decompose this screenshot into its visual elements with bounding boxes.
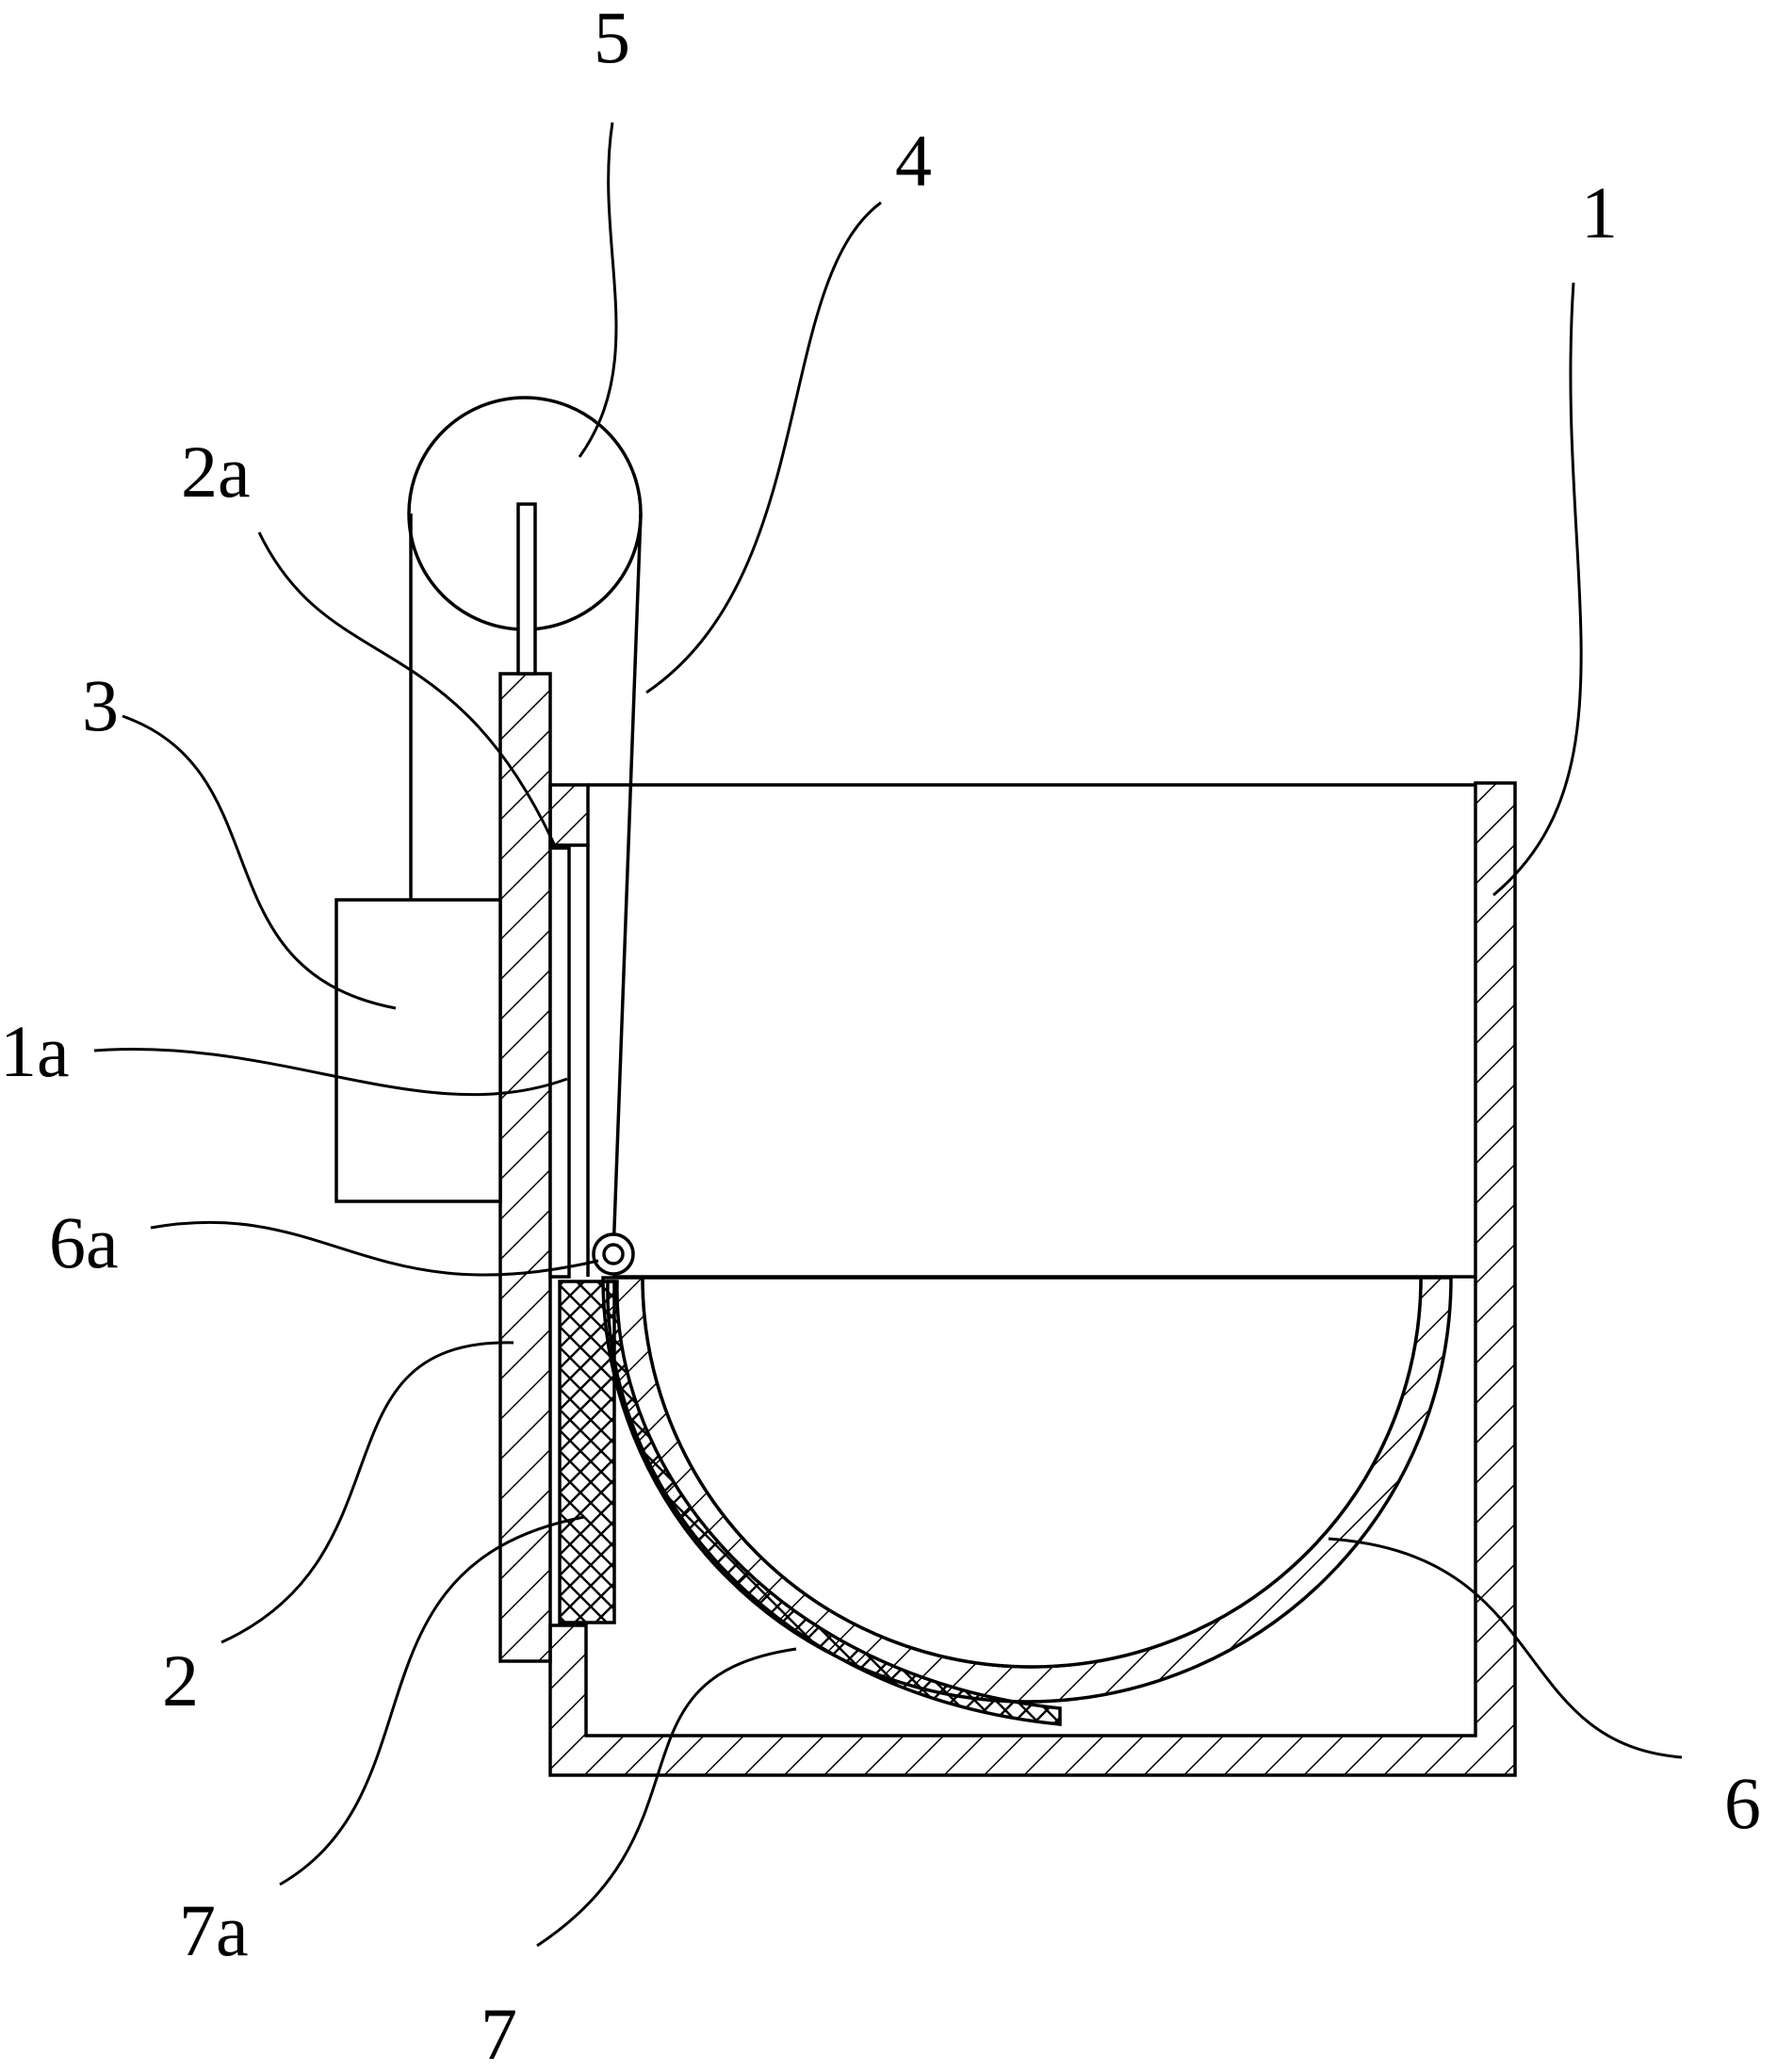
label-3: 3: [82, 664, 119, 746]
label-1: 1: [1581, 171, 1618, 253]
motor-3: [334, 898, 502, 1203]
label-1a: 1a: [0, 1010, 70, 1092]
leader-6a: [150, 1220, 599, 1277]
leader-7a: [279, 1515, 585, 1886]
leader-2: [220, 1341, 514, 1644]
housing-top-corner: [548, 783, 590, 847]
label-2: 2: [162, 1640, 199, 1721]
leader-1: [1492, 282, 1583, 897]
pulley-shaft: [516, 502, 537, 676]
leader-2a: [257, 531, 558, 849]
leader-7: [536, 1647, 797, 1948]
label-6a: 6a: [49, 1201, 119, 1283]
block-7a: [558, 1280, 616, 1624]
leader-1a: [93, 1047, 568, 1097]
label-7: 7: [481, 1993, 517, 2072]
leader-3: [122, 714, 397, 1010]
liner-7: [606, 1280, 1062, 1726]
groove-2a: [548, 846, 571, 1279]
pivot-6a-inner: [602, 1243, 625, 1265]
slider-plate-2: [498, 672, 552, 1663]
leader-4: [645, 201, 882, 694]
label-6: 6: [1724, 1762, 1761, 1844]
label-4: 4: [895, 120, 932, 202]
label-5: 5: [594, 0, 630, 78]
label-7a: 7a: [179, 1889, 249, 1971]
leader-6: [1328, 1537, 1683, 1759]
cable-4: [611, 513, 643, 1254]
label-2a: 2a: [181, 431, 251, 513]
bowl-inner: [641, 1276, 1423, 1669]
leader-5: [578, 122, 618, 458]
